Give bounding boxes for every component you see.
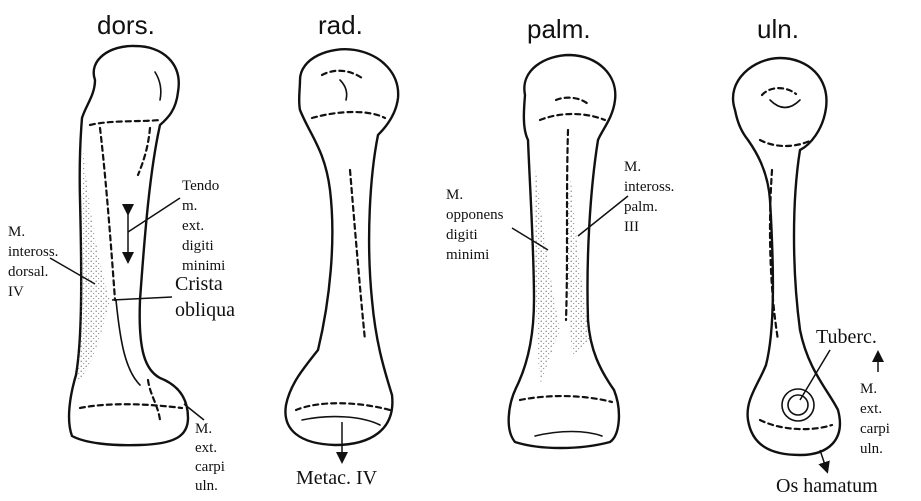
label-metac-iv: Metac. IV <box>296 467 378 489</box>
svg-text:inteross.: inteross. <box>8 244 58 260</box>
svg-text:M.: M. <box>860 381 877 397</box>
svg-text:ext.: ext. <box>195 440 217 456</box>
label-inteross-palm: M. inteross. palm. III <box>624 159 674 235</box>
view-title-dors: dors. <box>97 10 155 40</box>
svg-text:M.: M. <box>446 187 463 203</box>
label-ext-carpi-uln: M. ext. carpi uln. <box>860 381 890 457</box>
svg-text:dorsal.: dorsal. <box>8 264 48 280</box>
svg-text:uln.: uln. <box>860 441 883 457</box>
label-os-hamatum: Os hamatum <box>776 475 878 497</box>
svg-text:opponens: opponens <box>446 207 504 223</box>
view-title-rad: rad. <box>318 10 363 40</box>
svg-text:digiti: digiti <box>182 238 214 254</box>
bone-ulnar-view <box>733 58 840 455</box>
label-tuberc: Tuberc. <box>816 326 877 348</box>
svg-text:carpi: carpi <box>195 459 225 475</box>
svg-text:carpi: carpi <box>860 421 890 437</box>
svg-text:inteross.: inteross. <box>624 179 674 195</box>
bone-palmar-view <box>509 55 619 448</box>
svg-text:ext.: ext. <box>182 218 204 234</box>
label-ext-carpi-dors: M. ext. carpi uln. <box>195 421 225 494</box>
svg-text:Crista: Crista <box>175 273 223 295</box>
svg-text:m.: m. <box>182 198 197 214</box>
svg-text:ext.: ext. <box>860 401 882 417</box>
label-tendo: Tendo m. ext. digiti minimi <box>182 178 225 274</box>
svg-text:uln.: uln. <box>195 478 218 494</box>
svg-text:M.: M. <box>624 159 641 175</box>
bone-radial-view <box>285 49 398 445</box>
svg-text:minimi: minimi <box>446 247 489 263</box>
svg-text:IV: IV <box>8 284 24 300</box>
label-opponens: M. opponens digiti minimi <box>446 187 504 263</box>
svg-text:M.: M. <box>195 421 212 437</box>
svg-text:obliqua: obliqua <box>175 299 235 321</box>
view-title-palm: palm. <box>527 14 591 44</box>
svg-text:Tendo: Tendo <box>182 178 219 194</box>
view-title-uln: uln. <box>757 14 799 44</box>
svg-text:minimi: minimi <box>182 258 225 274</box>
svg-text:digiti: digiti <box>446 227 478 243</box>
label-inteross-dorsal: M. inteross. dorsal. IV <box>8 224 58 300</box>
label-crista-obliqua: Crista obliqua <box>175 273 235 321</box>
svg-text:M.: M. <box>8 224 25 240</box>
svg-text:palm.: palm. <box>624 199 658 215</box>
os-hamatum-arrow <box>820 450 826 468</box>
svg-text:III: III <box>624 219 639 235</box>
